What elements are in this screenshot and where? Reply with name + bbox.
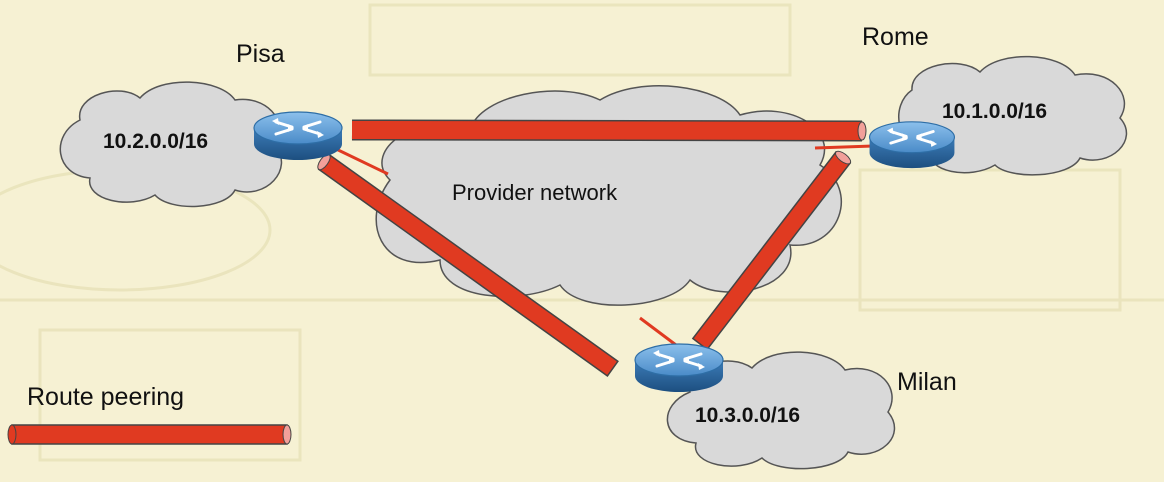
provider-network-label: Provider network: [452, 180, 618, 205]
milan-subnet-label: 10.3.0.0/16: [695, 404, 800, 427]
milan-subnet-cloud: [666, 351, 896, 470]
pisa-city-label: Pisa: [236, 40, 285, 68]
rome-subnet-label: 10.1.0.0/16: [942, 100, 1047, 123]
pisa-provider-link: [333, 146, 389, 176]
milan-provider-link: [639, 316, 677, 347]
provider-attachments: [333, 144, 874, 347]
rome-router-icon: [868, 120, 956, 170]
legend-pipe-icon: [7, 424, 292, 445]
pisa-subnet-label: 10.2.0.0/16: [103, 130, 208, 153]
milan-router-icon: [633, 342, 725, 394]
pisa-router-icon: [252, 110, 344, 162]
peering-pipe-pisa-milan: [317, 153, 619, 378]
peering-pipe-rome-milan: [691, 150, 852, 351]
rome-city-label: Rome: [862, 23, 929, 51]
pisa-subnet-cloud: [59, 81, 283, 208]
milan-city-label: Milan: [897, 368, 957, 396]
rome-provider-link: [814, 144, 874, 150]
peering-pipe-pisa-rome: [351, 119, 867, 142]
legend-label: Route peering: [27, 383, 184, 411]
